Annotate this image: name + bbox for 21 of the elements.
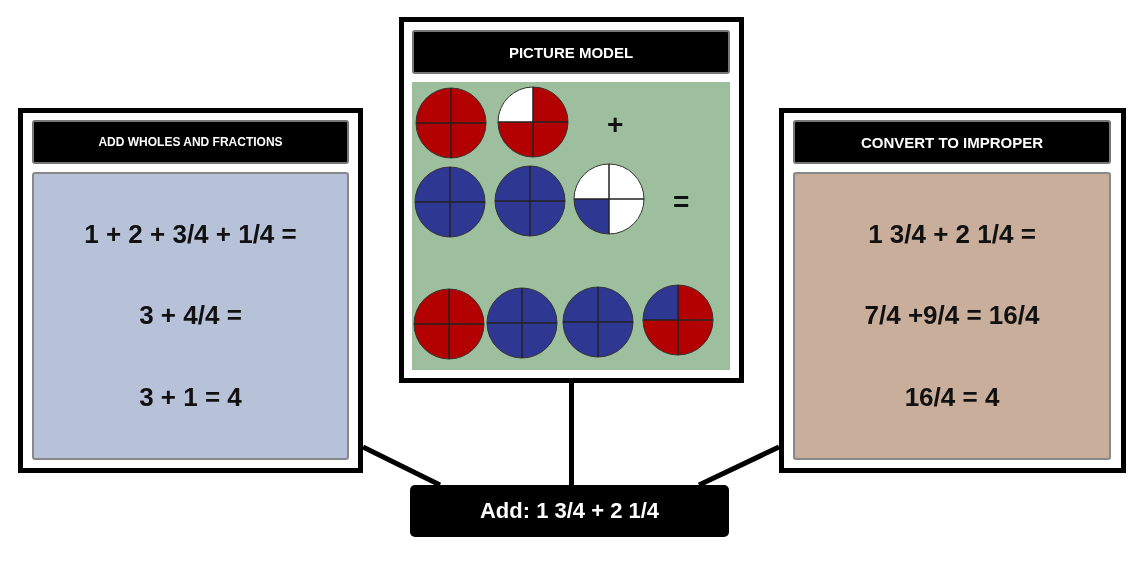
equation-text: 1 3/4 + 2 1/4 = (868, 219, 1036, 251)
connector-line (569, 383, 574, 485)
math-sign: + (607, 111, 624, 139)
equation-text: 3 + 1 = 4 (139, 381, 242, 413)
panel-heading: ADD WHOLES AND FRACTIONS (32, 120, 349, 164)
panel-heading: CONVERT TO IMPROPER (793, 120, 1111, 164)
picture-panel (412, 82, 730, 370)
equation-text: 7/4 +9/4 = 16/4 (864, 300, 1040, 332)
content-panel (32, 172, 349, 460)
panel-heading: PICTURE MODEL (412, 30, 730, 74)
connector-line (361, 444, 442, 488)
content-panel (793, 172, 1111, 460)
equation-text: 3 + 4/4 = (139, 300, 242, 332)
panel-frame (18, 108, 363, 473)
problem-banner: Add: 1 3/4 + 2 1/4 (410, 485, 729, 537)
math-sign: = (673, 188, 690, 216)
equation-text: 16/4 = 4 (904, 381, 1000, 413)
connector-line (697, 444, 781, 488)
equation-text: 1 + 2 + 3/4 + 1/4 = (84, 219, 297, 251)
panel-frame (399, 17, 744, 383)
panel-frame (779, 108, 1126, 473)
